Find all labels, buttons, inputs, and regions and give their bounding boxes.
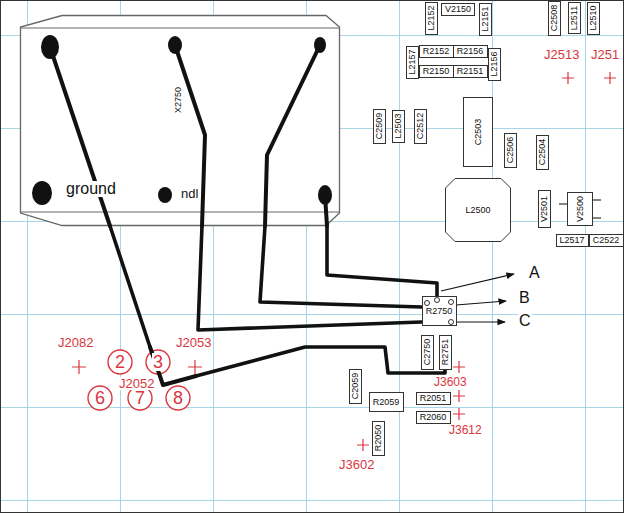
wire <box>110 226 150 347</box>
part-designator: C2522 <box>592 236 621 245</box>
part-designator: R2051 <box>419 394 448 403</box>
part-designator: L2156 <box>490 50 499 77</box>
part-designator: V2500 <box>576 195 585 223</box>
component-outline: C2503 <box>463 97 493 167</box>
component-outline: R2156 <box>453 45 488 58</box>
wire <box>150 347 196 385</box>
part-designator: R2151 <box>456 67 485 76</box>
component-outline: R2050 <box>372 421 385 456</box>
component-outline: L2151 <box>479 3 492 36</box>
component-outline: R2751 <box>439 335 452 370</box>
component-outline: R2059 <box>369 392 404 412</box>
part-designator: C2509 <box>375 112 384 141</box>
crystal-outline <box>20 16 340 226</box>
part-designator: R2750 <box>425 307 454 316</box>
component-outline: V2150 <box>441 3 475 16</box>
inductor-footprint: L2500 <box>445 178 511 242</box>
component-outline: R2060 <box>416 411 451 424</box>
component-outline: V2501 <box>538 190 551 228</box>
component-outline: L2510 <box>587 2 600 35</box>
wire <box>50 45 327 226</box>
crystal-footprint: X2750 ground ndl <box>20 15 340 226</box>
pad-label: 2 <box>114 353 126 371</box>
component-outline: R2051 <box>416 392 451 405</box>
test-point-label: J3603 <box>433 376 468 388</box>
component-outline: C2522 <box>589 234 624 247</box>
part-designator: L2511 <box>570 5 579 31</box>
part-designator: L2152 <box>427 4 436 31</box>
component-outline: L2152 <box>425 2 438 35</box>
pad-label: X2750 <box>174 86 183 114</box>
pad-label: ground <box>65 181 117 197</box>
signal-name: A <box>528 265 541 281</box>
test-point-label: J2082 <box>57 336 94 349</box>
part-designator: C2750 <box>423 338 432 367</box>
pad-ring <box>424 298 453 325</box>
component-outline: C2506 <box>504 133 517 168</box>
part-designator: C2506 <box>506 136 515 165</box>
pad-label: 7 <box>134 389 146 407</box>
component-outline: R2150 <box>419 65 454 78</box>
component-outline: L2157 <box>406 46 419 79</box>
pad-label: 6 <box>94 389 106 407</box>
part-designator: C2503 <box>474 118 483 147</box>
part-designator: L2157 <box>408 48 417 75</box>
wire <box>327 226 437 296</box>
part-designator: R2059 <box>372 398 401 407</box>
part-designator: L2503 <box>394 112 403 139</box>
part-designator: R2751 <box>441 338 450 367</box>
signal-name: C <box>518 313 532 329</box>
part-designator: C2059 <box>351 372 360 401</box>
test-point-label: J3612 <box>448 424 483 436</box>
part-designator: C2508 <box>550 4 559 33</box>
wire <box>196 347 445 376</box>
inductor-outline <box>446 179 511 242</box>
component-outline: C2508 <box>548 1 561 36</box>
part-designator: L2500 <box>464 206 491 215</box>
part-designator: L2517 <box>558 236 585 245</box>
resistor-footprint: R2750 <box>422 296 457 326</box>
signal-name: B <box>518 290 531 306</box>
test-point-label: J251 <box>590 48 620 61</box>
component-outline: C2750 <box>421 335 434 370</box>
grid-line <box>585 0 586 513</box>
component-outline: L2517 <box>556 234 589 247</box>
part-designator: C2512 <box>416 112 425 141</box>
component-outline: L2503 <box>392 110 405 143</box>
component-outline: C2512 <box>414 109 427 144</box>
component-outline: R2151 <box>453 65 488 78</box>
pad-label: 8 <box>172 389 184 407</box>
wire <box>260 226 422 307</box>
pad-label: ndl <box>180 187 199 200</box>
test-point-label: J2513 <box>543 48 580 61</box>
part-designator: L2151 <box>481 5 490 32</box>
component-outline: C2059 <box>349 369 362 404</box>
part-designator: R2060 <box>419 413 448 422</box>
part-designator: R2156 <box>456 47 485 56</box>
test-point-label: J3602 <box>338 458 375 471</box>
pad-label: 3 <box>152 353 164 371</box>
part-designator: C2504 <box>538 138 547 167</box>
component-outline: C2504 <box>536 135 549 170</box>
part-designator: R2152 <box>422 47 451 56</box>
component-outline: L2511 <box>568 2 581 34</box>
component-outline: R2152 <box>419 45 454 58</box>
grid-line <box>399 0 400 513</box>
test-point-label: J2053 <box>175 336 212 349</box>
part-designator: R2050 <box>374 424 383 453</box>
test-point-label: J2052 <box>118 377 155 390</box>
part-designator: V2150 <box>444 5 472 14</box>
component-outline: C2509 <box>373 109 386 144</box>
part-designator: R2150 <box>422 67 451 76</box>
part-designator: L2510 <box>589 4 598 31</box>
component-outline: L2156 <box>488 48 501 81</box>
grid-line <box>0 500 624 501</box>
component-outline: V2500 <box>567 192 593 226</box>
part-designator: V2501 <box>540 195 549 223</box>
